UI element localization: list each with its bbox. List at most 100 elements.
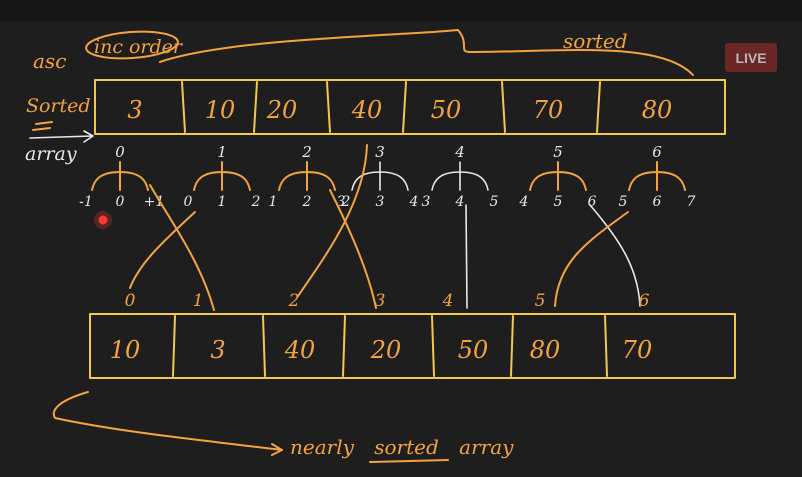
bottom-array-index: 3 (375, 291, 386, 311)
neighbor-index: 1 (269, 194, 278, 210)
nearly-sorted-underline (369, 459, 449, 463)
top-array-values: 3 10 20 40 50 70 80 (127, 96, 672, 124)
bottom-array-index: 5 (535, 291, 546, 311)
sorted-array-pointer (29, 130, 94, 143)
top-divider (253, 81, 258, 133)
top-array-index: 5 (553, 143, 563, 161)
nearly-sorted-arrow (52, 391, 283, 456)
tree-branches (431, 161, 489, 191)
neighbor-index: 2 (302, 194, 312, 210)
tree-branches (628, 161, 686, 191)
tree-branches (278, 161, 336, 191)
neighbor-index: 0 (116, 194, 125, 210)
neighbor-index: 3 (376, 194, 385, 210)
neighbor-index: +1 (144, 194, 165, 210)
bottom-array-value: 70 (622, 336, 653, 364)
bottom-array-index: 4 (442, 291, 454, 311)
top-array-value: 70 (533, 96, 564, 124)
top-array-value: 10 (205, 96, 236, 124)
neighbor-index: 2 (341, 194, 351, 210)
bottom-divider (262, 315, 266, 377)
top-divider (181, 81, 186, 133)
live-badge[interactable]: LIVE (725, 43, 777, 72)
sorted-brace (159, 29, 694, 76)
top-divider (326, 81, 331, 133)
neighbor-index: 1 (218, 194, 227, 210)
map-arrow-50 (465, 204, 468, 309)
bottom-array-box (89, 313, 736, 379)
top-array-index: 4 (454, 143, 465, 161)
nearly-sorted-label: nearly sorted array (290, 435, 514, 459)
bottom-divider (510, 315, 514, 377)
bottom-array-value: 50 (458, 336, 489, 364)
map-arrow-10 (129, 211, 196, 289)
top-array-value: 80 (642, 96, 673, 124)
bottom-divider (604, 315, 608, 377)
neighbor-index: 0 (184, 194, 193, 210)
map-arrow-20 (329, 189, 377, 309)
top-array-dividers (181, 81, 601, 133)
inc-order-label: inc order (94, 36, 184, 58)
neighbor-index: 4 (519, 194, 529, 210)
neighbor-index: 6 (588, 194, 597, 210)
bottom-array-dividers (172, 315, 608, 377)
bottom-array-value: 20 (370, 336, 402, 364)
laser-pointer-dot (98, 215, 108, 225)
tree-branches (193, 161, 251, 191)
top-divider (402, 81, 407, 133)
neighbor-index: 3 (422, 194, 431, 210)
top-divider (501, 81, 506, 133)
top-toolbar-strip (0, 0, 802, 22)
bottom-array-index: 0 (125, 291, 136, 311)
neighbor-index: -1 (79, 194, 93, 210)
bottom-divider (342, 315, 346, 377)
bottom-array-value: 3 (210, 336, 225, 364)
top-array-index: 6 (652, 143, 662, 161)
inc-order-circle (85, 30, 179, 60)
top-array-value: 50 (431, 96, 462, 124)
asc-label: asc (33, 49, 66, 73)
neighbor-index: 5 (554, 194, 563, 210)
top-array-index: 1 (217, 143, 227, 161)
bottom-array-index: 2 (288, 291, 300, 311)
bottom-array-indices: 0 1 2 3 4 5 6 (125, 291, 650, 311)
tree-branches (351, 161, 409, 191)
bottom-array-value: 80 (530, 336, 561, 364)
top-array-value: 20 (266, 96, 298, 124)
bottom-array-index: 6 (639, 291, 650, 311)
top-array-value: 3 (127, 96, 142, 124)
top-divider (596, 81, 601, 133)
sorted-array-label-2: array (25, 143, 77, 165)
neighbor-index: 2 (251, 194, 261, 210)
equals-mark (32, 121, 53, 131)
sorted-label: sorted (563, 29, 628, 53)
top-array-index: 3 (375, 143, 385, 161)
tree-branches (91, 161, 149, 191)
map-arrow-40 (297, 144, 368, 297)
neighbor-index: 3 (337, 194, 346, 210)
neighbor-index: 6 (653, 194, 662, 210)
bottom-divider (431, 315, 435, 377)
bottom-array-value: 40 (284, 336, 316, 364)
map-arrow-3 (149, 184, 215, 311)
bottom-array-index: 1 (193, 291, 204, 311)
tree-branches (529, 161, 587, 191)
map-arrow-80 (554, 211, 629, 307)
sorted-array-label-1: Sorted (26, 95, 91, 117)
bottom-array-value: 10 (110, 336, 141, 364)
neighbor-index: 4 (455, 194, 465, 210)
top-array-index: 0 (115, 143, 125, 161)
top-array-value: 40 (351, 96, 383, 124)
neighbor-index: 5 (619, 194, 628, 210)
bottom-array-values: 10 3 40 20 50 80 70 (110, 336, 653, 364)
map-arrow-70 (589, 204, 641, 307)
neighbor-index: 7 (687, 194, 696, 210)
top-array-index: 2 (301, 143, 312, 161)
top-array-box (94, 79, 726, 135)
bottom-divider (172, 315, 176, 377)
neighbor-index: 5 (490, 194, 499, 210)
neighbor-index: 4 (409, 194, 419, 210)
